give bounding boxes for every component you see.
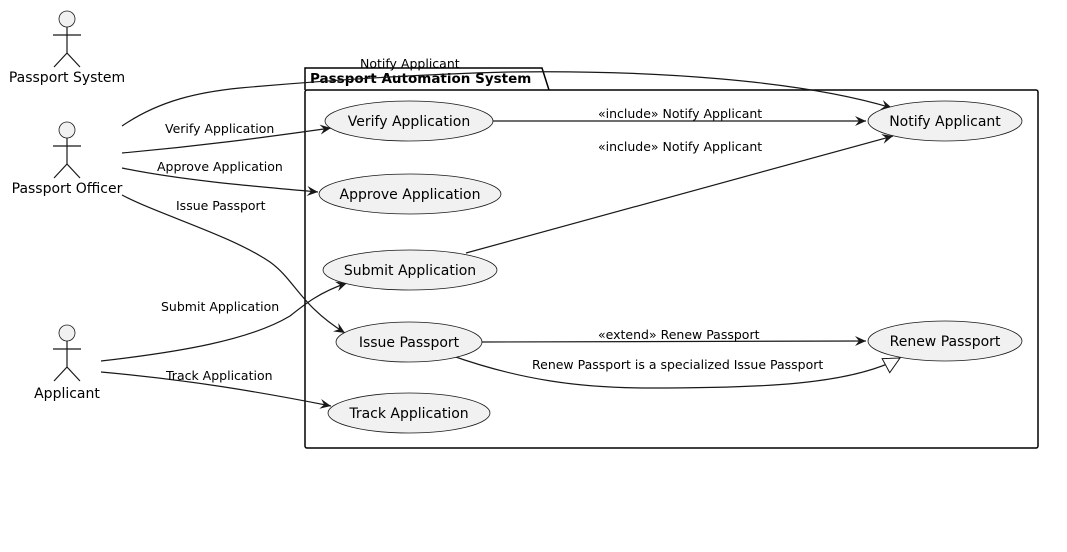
use-case-renew-passport[interactable]: Renew Passport: [867, 320, 1023, 362]
edge-officer-approve: Approve Application: [121, 159, 319, 197]
use-case-label: Verify Application: [348, 114, 470, 130]
edge-verify-include-notify: «include» Notify Applicant: [493, 106, 866, 126]
use-case-approve-application[interactable]: Approve Application: [318, 173, 502, 215]
actor-label: Passport Officer: [12, 181, 123, 197]
use-case-label: Submit Application: [344, 263, 476, 279]
package-title: Passport Automation System: [310, 71, 531, 87]
use-case-label: Track Application: [348, 406, 468, 422]
edge-label: Submit Application: [161, 299, 279, 314]
edge-label: Issue Passport: [176, 198, 266, 213]
actor-passport-system[interactable]: Passport System: [9, 10, 125, 86]
edge-label: «extend» Renew Passport: [598, 327, 760, 342]
edge-label: «include» Notify Applicant: [598, 139, 762, 154]
edge-label: «include» Notify Applicant: [598, 106, 762, 121]
edge-officer-notify: Notify Applicant: [121, 56, 893, 127]
edge-label: Notify Applicant: [360, 56, 460, 71]
use-case-notify-applicant[interactable]: Notify Applicant: [867, 100, 1023, 142]
package-tab: [304, 67, 550, 91]
use-case-verify-application[interactable]: Verify Application: [324, 100, 494, 142]
use-case-submit-application[interactable]: Submit Application: [322, 249, 498, 291]
edge-issue-extend-renew: «extend» Renew Passport: [481, 327, 867, 347]
use-case-label: Approve Application: [340, 187, 481, 203]
stick-figure-icon: [53, 324, 81, 382]
use-case-label: Renew Passport: [890, 334, 1001, 350]
edge-submit-include-notify: «include» Notify Applicant: [465, 134, 894, 254]
use-case-issue-passport[interactable]: Issue Passport: [335, 321, 483, 363]
use-case-label: Issue Passport: [359, 335, 460, 351]
edge-label: Approve Application: [157, 159, 283, 174]
edge-label: Track Application: [165, 368, 273, 383]
edge-issue-generalize-renew: Renew Passport is a specialized Issue Pa…: [449, 354, 900, 389]
package-body: [304, 89, 1039, 449]
actor-label: Applicant: [34, 386, 100, 402]
stick-figure-icon: [53, 10, 81, 68]
edge-officer-issue: Issue Passport: [121, 194, 346, 334]
stick-figure-icon: [53, 121, 81, 179]
edge-applicant-track: Track Application: [100, 368, 332, 409]
package: Passport Automation System: [304, 67, 1039, 449]
actor-label: Passport System: [9, 70, 125, 86]
edge-label: Renew Passport is a specialized Issue Pa…: [532, 357, 823, 372]
edge-applicant-submit: Submit Application: [100, 281, 348, 362]
actor-applicant[interactable]: Applicant: [34, 324, 100, 402]
use-case-label: Notify Applicant: [889, 114, 1001, 130]
edge-officer-verify: Verify Application: [121, 121, 332, 154]
use-case-track-application[interactable]: Track Application: [327, 392, 491, 434]
actor-passport-officer[interactable]: Passport Officer: [12, 121, 123, 197]
edge-label: Verify Application: [165, 121, 274, 136]
